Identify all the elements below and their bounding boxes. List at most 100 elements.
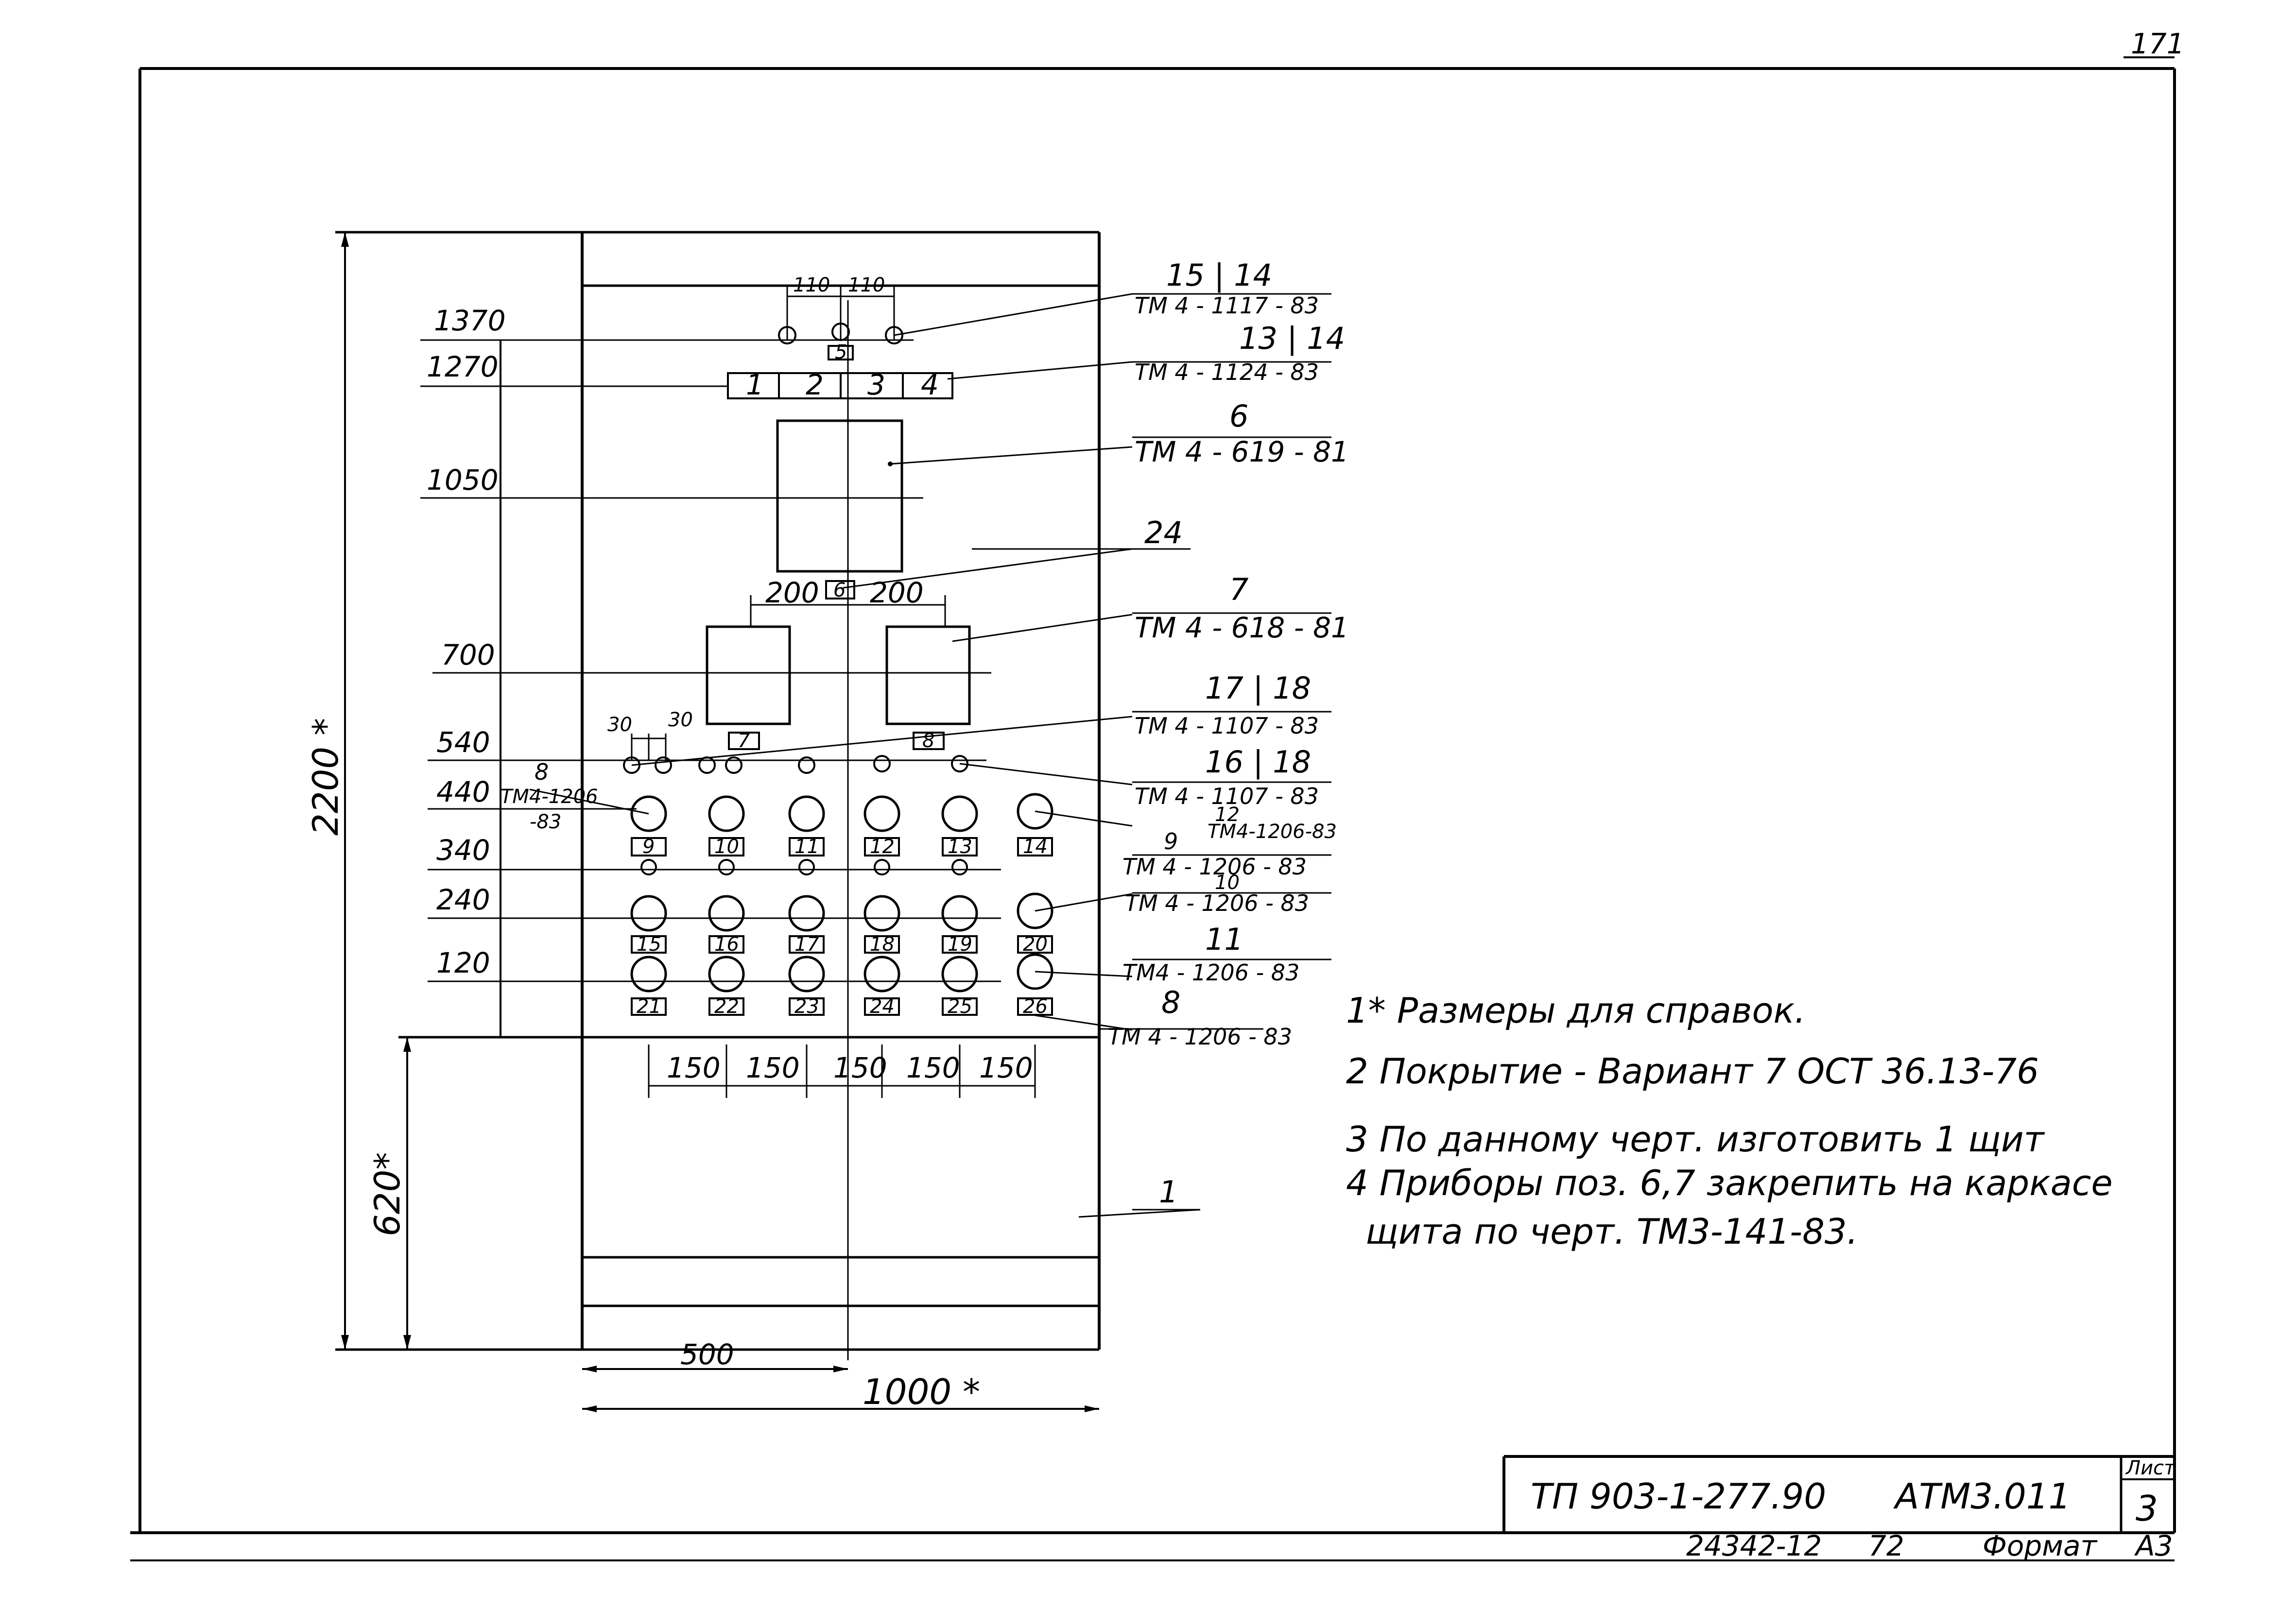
- top-indicator-group: 110 110 5: [778, 274, 903, 363]
- svg-text:ТМ4 - 1206 - 83: ТМ4 - 1206 - 83: [1122, 959, 1299, 986]
- sheet-frame: [130, 56, 2176, 1561]
- svg-text:120: 120: [436, 946, 490, 979]
- callout-8: 8 ТМ 4 - 1206 - 83: [1099, 985, 1292, 1050]
- svg-text:7: 7: [1229, 572, 1248, 607]
- level-120: 120: [428, 946, 1001, 982]
- meter-6: 6: [776, 419, 903, 601]
- svg-text:150: 150: [906, 1051, 960, 1084]
- small-spacing-dimension: 30 30: [607, 709, 693, 760]
- tag-8: [913, 732, 945, 750]
- svg-text:19: 19: [948, 933, 972, 956]
- svg-text:1050: 1050: [427, 463, 499, 496]
- meter-7-right: [885, 625, 971, 725]
- svg-text:150: 150: [746, 1051, 800, 1084]
- callout-13-14: 13 | 14 ТМ 4 - 1124 - 83: [1132, 321, 1345, 385]
- level-540: 540: [428, 726, 986, 761]
- svg-text:1: 1: [746, 368, 764, 401]
- callout-6: 6 ТМ 4 - 619 - 81: [1132, 398, 1349, 468]
- callout-11: 11 ТМ4 - 1206 - 83: [1122, 922, 1331, 986]
- top-lamp-center: [831, 323, 850, 341]
- callout-7: 7 ТМ 4 - 618 - 81: [1132, 572, 1349, 644]
- format-value: А3: [2134, 1529, 2173, 1562]
- svg-text:9: 9: [642, 836, 655, 858]
- panel-item-label: 1: [1159, 1174, 1178, 1210]
- tag-meter6: [825, 580, 855, 599]
- height-dimension-base: 620*: [367, 1037, 411, 1350]
- svg-text:20: 20: [1023, 933, 1048, 956]
- top-lamp-right: [885, 326, 903, 344]
- svg-text:5: 5: [835, 341, 847, 363]
- inventory-number: 24342-12: [1686, 1529, 1822, 1562]
- svg-text:3: 3: [867, 368, 885, 401]
- svg-text:150: 150: [979, 1051, 1033, 1084]
- lamps-row-340: [640, 859, 968, 875]
- svg-text:7: 7: [738, 730, 750, 752]
- svg-text:11: 11: [794, 836, 819, 858]
- instrument-row-2: [630, 892, 1053, 932]
- tag-7: [728, 732, 760, 750]
- svg-text:30: 30: [668, 709, 693, 731]
- level-1050: 1050: [420, 463, 923, 499]
- svg-text:12: 12: [870, 836, 895, 858]
- svg-text:2200 *: 2200 *: [305, 718, 346, 836]
- svg-text:ТМ 4 - 1107 - 83: ТМ 4 - 1107 - 83: [1135, 783, 1319, 809]
- title-block: ТП 903-1-277.90 АТМ3.011 Лист 3 24342-12…: [1502, 1455, 2176, 1562]
- svg-text:340: 340: [436, 834, 490, 867]
- svg-text:13: 13: [948, 836, 972, 858]
- format-label: Формат: [1983, 1529, 2098, 1562]
- svg-text:110: 110: [793, 274, 830, 296]
- svg-text:24: 24: [870, 995, 895, 1018]
- callout-15-14: 15 | 14 ТМ 4 - 1117 - 83: [1132, 257, 1331, 319]
- height-dimension-total: 2200 *: [305, 232, 349, 1350]
- svg-text:620*: 620*: [367, 1152, 408, 1236]
- tag-row-3: 21 22 23 24 25 26: [631, 995, 1053, 1018]
- callout-9: 9 ТМ 4 - 1206 - 83: [1122, 828, 1331, 880]
- svg-text:ТМ 4 - 1124 - 83: ТМ 4 - 1124 - 83: [1135, 359, 1319, 385]
- level-dimensions: 1370 1270 1050 700 540 440 340 240: [420, 304, 1001, 1037]
- svg-text:1370: 1370: [434, 304, 506, 337]
- svg-text:21: 21: [637, 995, 661, 1018]
- meter-pair-7: 200 200 7 8: [706, 576, 971, 752]
- svg-text:110: 110: [848, 274, 885, 296]
- svg-text:11: 11: [1205, 922, 1243, 957]
- svg-text:26: 26: [1023, 995, 1048, 1018]
- svg-text:17 | 18: 17 | 18: [1205, 670, 1311, 706]
- note-2: 2 Покрытие - Вариант 7 ОСТ 36.13-76: [1346, 1051, 2039, 1092]
- drawing-code: АТМ3.011: [1893, 1476, 2071, 1517]
- svg-text:200: 200: [765, 576, 819, 609]
- svg-text:16: 16: [714, 933, 739, 956]
- svg-text:2: 2: [806, 368, 824, 401]
- svg-text:1000 *: 1000 *: [863, 1371, 980, 1412]
- level-340: 340: [428, 834, 1001, 871]
- note-3: 3 По данному черт. изготовить 1 щит: [1346, 1119, 2045, 1160]
- svg-text:ТМ 4 - 619 - 81: ТМ 4 - 619 - 81: [1135, 435, 1349, 468]
- sheet-corner-number: 171: [2131, 27, 2185, 60]
- svg-text:8: 8: [922, 730, 934, 752]
- instrument-row-3: [630, 953, 1053, 993]
- svg-text:ТМ 4 - 1206 - 83: ТМ 4 - 1206 - 83: [1125, 890, 1309, 916]
- level-240: 240: [428, 883, 1001, 919]
- svg-text:240: 240: [436, 883, 490, 916]
- top-lamp-left: [778, 326, 796, 344]
- tag-5: [828, 345, 854, 360]
- sheet-number: 3: [2136, 1488, 2158, 1529]
- callout-12: 12 ТМ4-1206-83: [1208, 804, 1337, 843]
- svg-text:6: 6: [1229, 398, 1248, 434]
- svg-text:ТМ 4 - 1107 - 83: ТМ 4 - 1107 - 83: [1135, 713, 1319, 739]
- page-number: 72: [1868, 1529, 1904, 1562]
- svg-text:8: 8: [535, 759, 549, 785]
- leader-lines: [529, 293, 1201, 1218]
- svg-text:17: 17: [794, 933, 819, 956]
- svg-text:14: 14: [1023, 836, 1048, 858]
- svg-text:8: 8: [1161, 985, 1180, 1020]
- callout-16-18: 16 | 18 ТМ 4 - 1107 - 83: [1132, 744, 1331, 809]
- svg-text:30: 30: [607, 714, 632, 736]
- level-700: 700: [432, 638, 991, 674]
- svg-text:ТМ 4 - 1206 - 83: ТМ 4 - 1206 - 83: [1122, 854, 1307, 880]
- top-panel-strip: 1 2 3 4: [727, 368, 953, 401]
- drawing-designation: ТП 903-1-277.90: [1531, 1476, 1826, 1517]
- meter-7-left: [706, 625, 791, 725]
- callout-24: 24: [972, 515, 1191, 550]
